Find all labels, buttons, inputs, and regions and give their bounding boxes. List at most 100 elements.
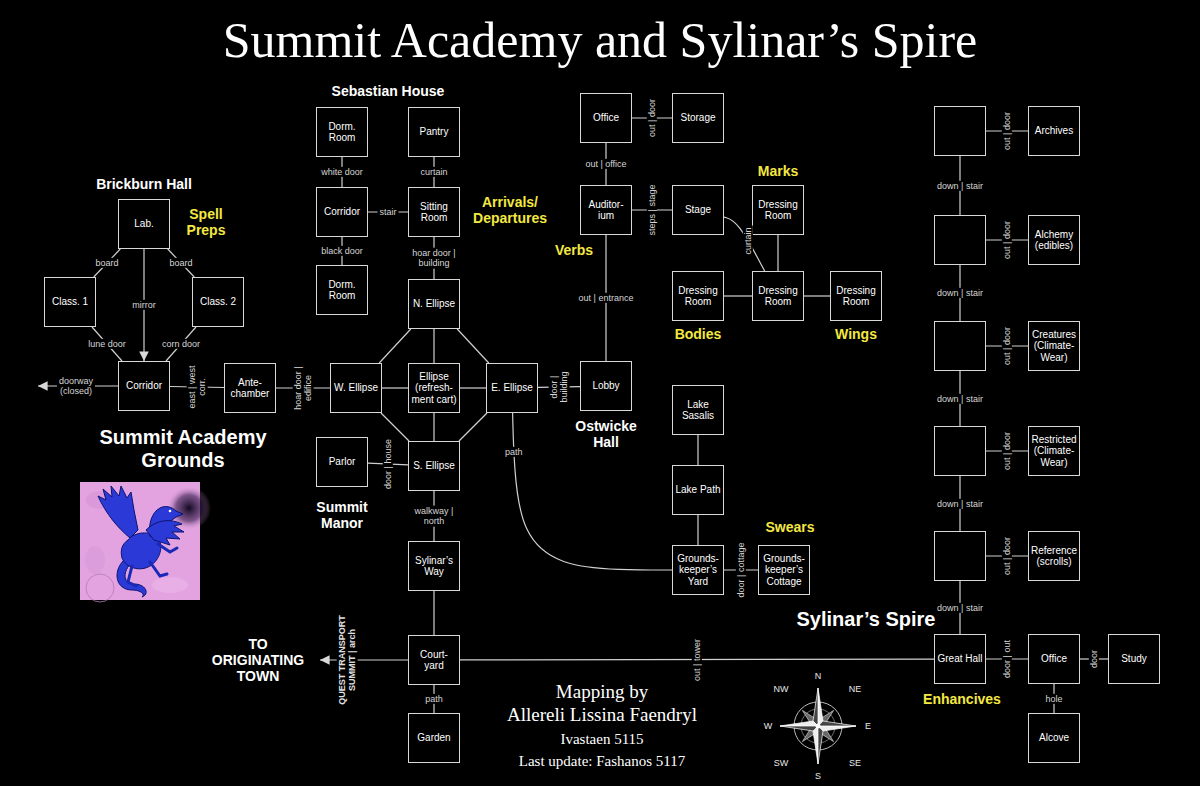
- passage-label: path: [503, 447, 525, 457]
- room-name: E. Ellipse: [489, 382, 535, 394]
- room-box: Lab.: [118, 199, 170, 249]
- room-name: S. Ellipse: [411, 460, 457, 472]
- passage-line: [459, 413, 487, 441]
- passage-label: black door: [319, 246, 365, 256]
- room-name: W. Ellipse: [333, 382, 379, 394]
- room-box: Alchemy (edibles): [1028, 215, 1080, 265]
- passage-line: [433, 329, 434, 363]
- compass-letter: W: [764, 721, 773, 731]
- passage-label: hoar door | building: [404, 248, 464, 269]
- room-box: Dressing Room: [672, 271, 724, 321]
- room-box: Reference (scrolls): [1028, 531, 1080, 581]
- area-name: Brickburn Hall: [96, 176, 192, 192]
- compass-rose: [780, 688, 856, 764]
- passage-line: [724, 295, 752, 296]
- passage-label: door | building: [549, 357, 570, 417]
- passage-line: [433, 591, 434, 635]
- passage-label: white door: [319, 167, 365, 177]
- exit-arrow: [320, 659, 408, 660]
- room-box: Lake Path: [672, 465, 724, 515]
- passage-label: out | door: [647, 97, 657, 139]
- passage-label: out | door: [1002, 430, 1012, 472]
- room-box: [934, 106, 986, 156]
- room-box: N. Ellipse: [408, 279, 460, 329]
- room-box: [934, 531, 986, 581]
- compass-letter: E: [865, 721, 871, 731]
- passage-label: out | door: [1002, 110, 1012, 152]
- room-box: Restricted (Climate-Wear): [1028, 426, 1080, 476]
- room-box: Court-yard: [408, 635, 460, 685]
- room-box: Stage: [672, 185, 724, 235]
- map-title: Summit Academy and Sylinar’s Spire: [0, 10, 1200, 70]
- room-name: Garden: [411, 732, 457, 744]
- skill-tag: Enhancives: [923, 691, 1001, 707]
- room-name: Parlor: [319, 456, 365, 468]
- exit-label: QUEST TRANSPORT SUMMIT | arch: [337, 606, 358, 714]
- passage-label: out | entrance: [577, 293, 636, 303]
- compass-letter: SE: [849, 758, 861, 768]
- passage-label: out | tower: [692, 637, 702, 683]
- room-box: Study: [1108, 634, 1160, 684]
- room-name: Class. 2: [195, 296, 241, 308]
- room-box: [934, 321, 986, 371]
- compass-letter: S: [815, 771, 821, 781]
- region-name: Summit Academy Grounds: [83, 426, 283, 472]
- passage-label: east | west corr.: [187, 357, 208, 417]
- room-box: Dressing Room: [752, 185, 804, 235]
- room-box: [934, 426, 986, 476]
- room-box: Dorm. Room: [316, 265, 368, 315]
- skill-tag: Wings: [835, 326, 877, 342]
- passage-label: door | cottage: [736, 541, 746, 600]
- skill-tag: Bodies: [675, 326, 722, 342]
- compass-letter: NE: [849, 684, 862, 694]
- room-name: Court-yard: [411, 649, 457, 672]
- room-box: [934, 215, 986, 265]
- room-name: Storage: [675, 112, 721, 124]
- passage-label: down | stair: [935, 393, 985, 403]
- passage-line: [382, 387, 408, 388]
- skill-tag: Arrivals/ Departures: [473, 194, 547, 226]
- passage-label: path: [423, 694, 445, 704]
- passage-label: door | house: [383, 437, 393, 491]
- room-name: N. Ellipse: [411, 298, 457, 310]
- room-name: Dressing Room: [675, 285, 721, 308]
- passage-label: curtain: [418, 167, 449, 177]
- room-name: Class. 1: [47, 296, 93, 308]
- room-box: W. Ellipse: [330, 363, 382, 413]
- room-box: Grounds-keeper’s Cottage: [758, 545, 810, 595]
- passage-label: walkway | north: [404, 506, 464, 527]
- passage-label: board: [93, 258, 120, 268]
- room-name: Pantry: [411, 126, 457, 138]
- room-name: Sitting Room: [411, 201, 457, 224]
- room-box: Sylinar’s Way: [408, 541, 460, 591]
- passage-label: out | office: [583, 159, 628, 169]
- passage-line: [697, 515, 698, 545]
- room-box: Garden: [408, 713, 460, 763]
- compass-letter: N: [815, 671, 822, 681]
- room-name: Restricted (Climate-Wear): [1031, 434, 1077, 469]
- room-box: Class. 1: [44, 277, 96, 327]
- passage-line: [513, 413, 672, 570]
- room-box: Archives: [1028, 106, 1080, 156]
- passage-label: door | out: [1002, 638, 1012, 680]
- room-name: Lake Sasalis: [675, 399, 721, 422]
- exit-label: doorway (closed): [57, 376, 95, 397]
- room-box: Ellipse (refresh-ment cart): [408, 363, 460, 413]
- passage-label: door: [1089, 648, 1099, 670]
- passage-label: stair: [377, 207, 398, 217]
- passage-label: curtain: [743, 225, 753, 256]
- region-name: Sylinar’s Spire: [797, 608, 936, 631]
- room-box: Office: [1028, 634, 1080, 684]
- room-box: Alcove: [1028, 713, 1080, 763]
- passage-label: out | door: [1002, 535, 1012, 577]
- room-box: E. Ellipse: [486, 363, 538, 413]
- room-box: Lobby: [580, 361, 632, 411]
- room-name: Corridor: [121, 380, 167, 392]
- compass-letter: SW: [774, 758, 789, 768]
- room-name: Archives: [1031, 125, 1077, 137]
- passage-line: [460, 387, 486, 388]
- room-name: Dorm. Room: [319, 121, 365, 144]
- passage-label: down | stair: [935, 288, 985, 298]
- area-name: Summit Manor: [316, 499, 367, 531]
